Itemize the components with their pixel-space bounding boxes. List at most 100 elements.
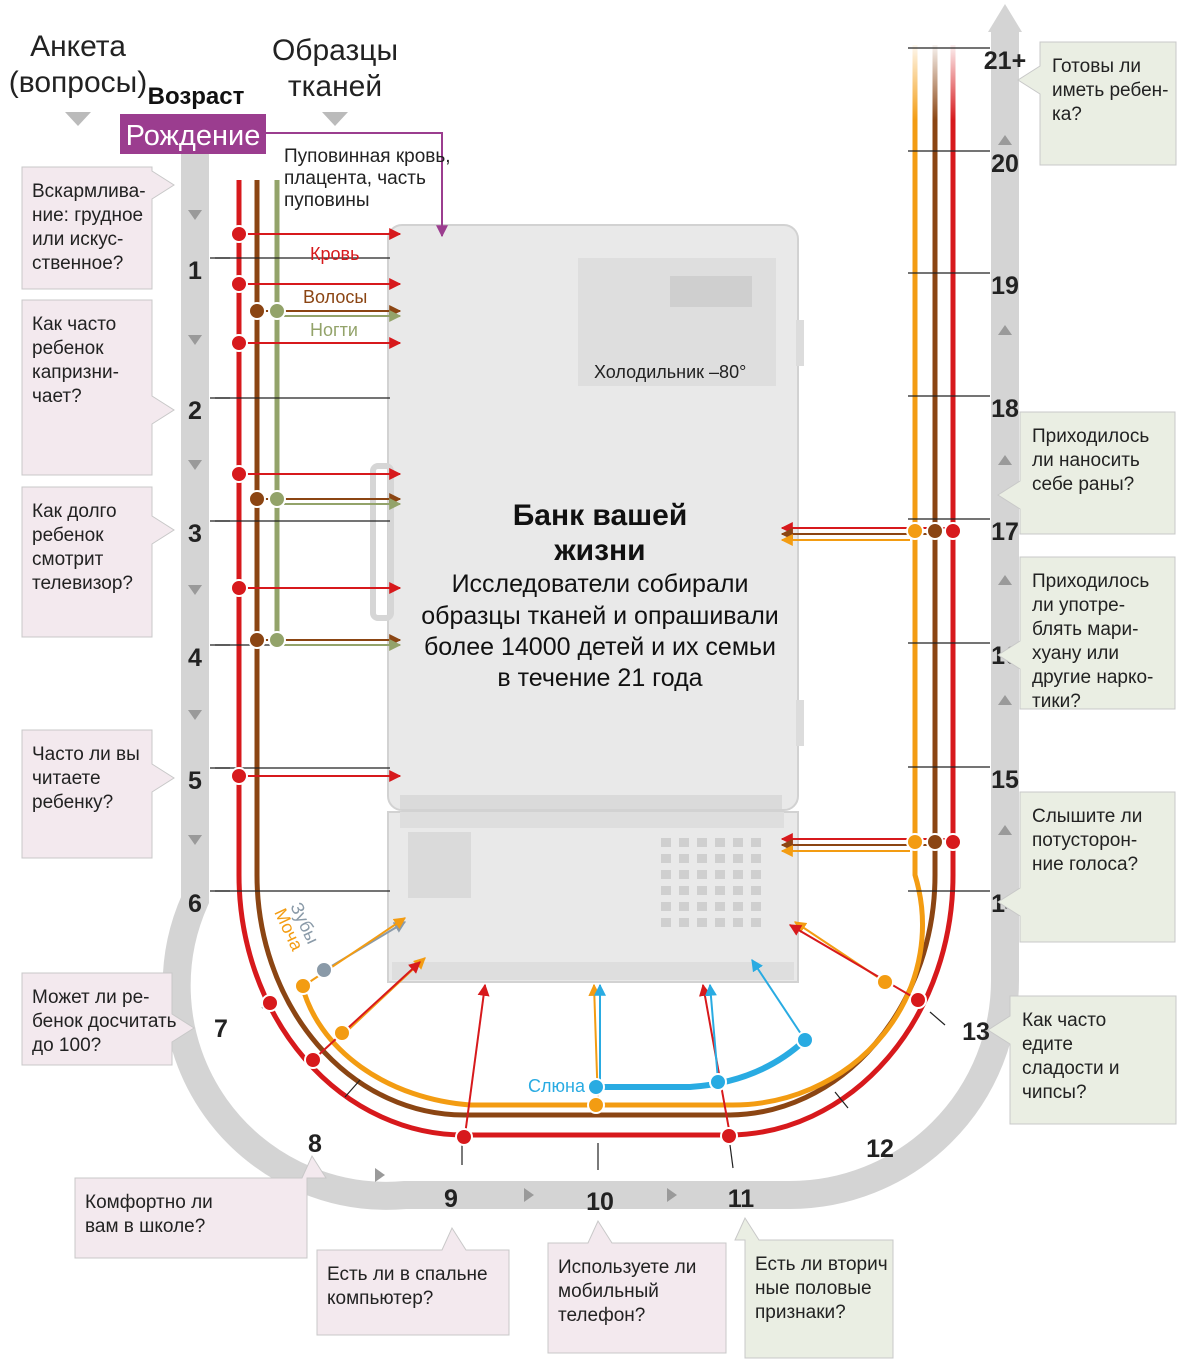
question-text-line: блять мари- [1032,619,1138,640]
age-label: 20 [991,150,1019,178]
vent-slot [697,838,707,847]
tissue-header-line-2: тканей [288,70,382,103]
urine-dot [587,1096,605,1114]
sample-dots [230,225,962,1146]
blood-dot [230,334,248,352]
age-labels: 123456789101112131415161718192021+ [188,47,1026,1216]
bank-subtitle-line-3: более 14000 детей и их семьи [424,633,776,661]
blood-dot [230,225,248,243]
blood-dot [455,1128,473,1146]
track-down-chevron [188,335,202,345]
vent-slot [751,870,761,879]
age-label: 13 [962,1018,990,1046]
track-up-chevron [998,325,1012,335]
question-text-line: капризни- [32,362,119,383]
saliva-dot [796,1031,814,1049]
vent-slot [751,902,761,911]
hair-dot [248,631,266,649]
urine-dot [906,522,924,540]
question-text-line: ли наносить [1032,450,1140,471]
track-down-chevron [188,710,202,720]
question-text-line: другие нарко- [1032,667,1153,688]
urine-dot [294,977,312,995]
question-text-line: Как часто [32,314,116,335]
question-text-line: ребенок [32,338,104,359]
freezer-label: Холодильник –80° [594,362,746,382]
vent-slot [679,918,689,927]
age-label: 7 [214,1015,228,1043]
blood-dot [944,522,962,540]
urine-dot [333,1024,351,1042]
hair-dot [926,833,944,851]
age-ticks [210,47,990,1170]
question-box-shape [316,1226,510,1336]
saliva-line [596,1037,808,1090]
blood-arrow [788,924,919,1001]
track-up-chevron [998,135,1012,145]
vent-slot [679,854,689,863]
question-box-shape [734,1216,894,1359]
blood-dot [720,1127,738,1145]
age-track-arrowhead [988,4,1022,32]
question-text-line: признаки? [755,1302,846,1323]
age-label: 10 [586,1188,614,1216]
age-label: 4 [188,644,202,672]
blood-dot [909,991,927,1009]
track-right-chevron [667,1188,677,1202]
bank-title-line-2: жизни [553,534,645,567]
vent-slot [733,918,743,927]
question-text-line: телефон? [558,1305,645,1326]
question-text-line: чипсы? [1022,1082,1087,1103]
question-text-line: ка? [1052,104,1082,125]
question-text-line: хуану или [1032,643,1119,664]
vent-slot [715,870,725,879]
saliva-dot [709,1073,727,1091]
question-box-shape [21,972,195,1066]
drawer-base [392,962,794,980]
questionnaire-down-arrow [65,112,91,126]
question-box-shape [21,299,175,476]
saliva-arrow [704,983,719,1081]
urine-dot [876,973,894,991]
tissue-down-arrow [322,112,348,126]
nails-label: Ногти [310,320,358,340]
vent-slot [661,886,671,895]
age-label: 17 [991,518,1019,546]
sample-arrows [246,228,948,1136]
age-label: 12 [866,1135,894,1163]
age-label: 3 [188,520,202,548]
blood-label: Кровь [310,244,359,264]
blood-line [236,45,956,1138]
age-label: 6 [188,890,202,918]
vent-slot [697,886,707,895]
blood-dot [261,994,279,1012]
question-text-line: едите [1022,1034,1073,1055]
question-text-line: иметь ребен- [1052,80,1168,101]
fridge-hinge-bottom [796,700,804,746]
vent-grid [661,838,761,927]
blood-dot [304,1051,322,1069]
question-text-line: ние голоса? [1032,854,1138,875]
question-text-line: вам в школе? [85,1216,205,1237]
vent-slot [661,918,671,927]
question-text-line: Может ли ре- [32,987,149,1008]
age-tick [834,1091,849,1109]
question-box-shape [997,791,1176,943]
vent-slot [751,854,761,863]
question-text-line: ние: грудное [32,205,143,226]
hair-dot [926,522,944,540]
age-label: 21+ [984,47,1026,75]
teeth-dot [315,961,333,979]
blood-dot [230,579,248,597]
